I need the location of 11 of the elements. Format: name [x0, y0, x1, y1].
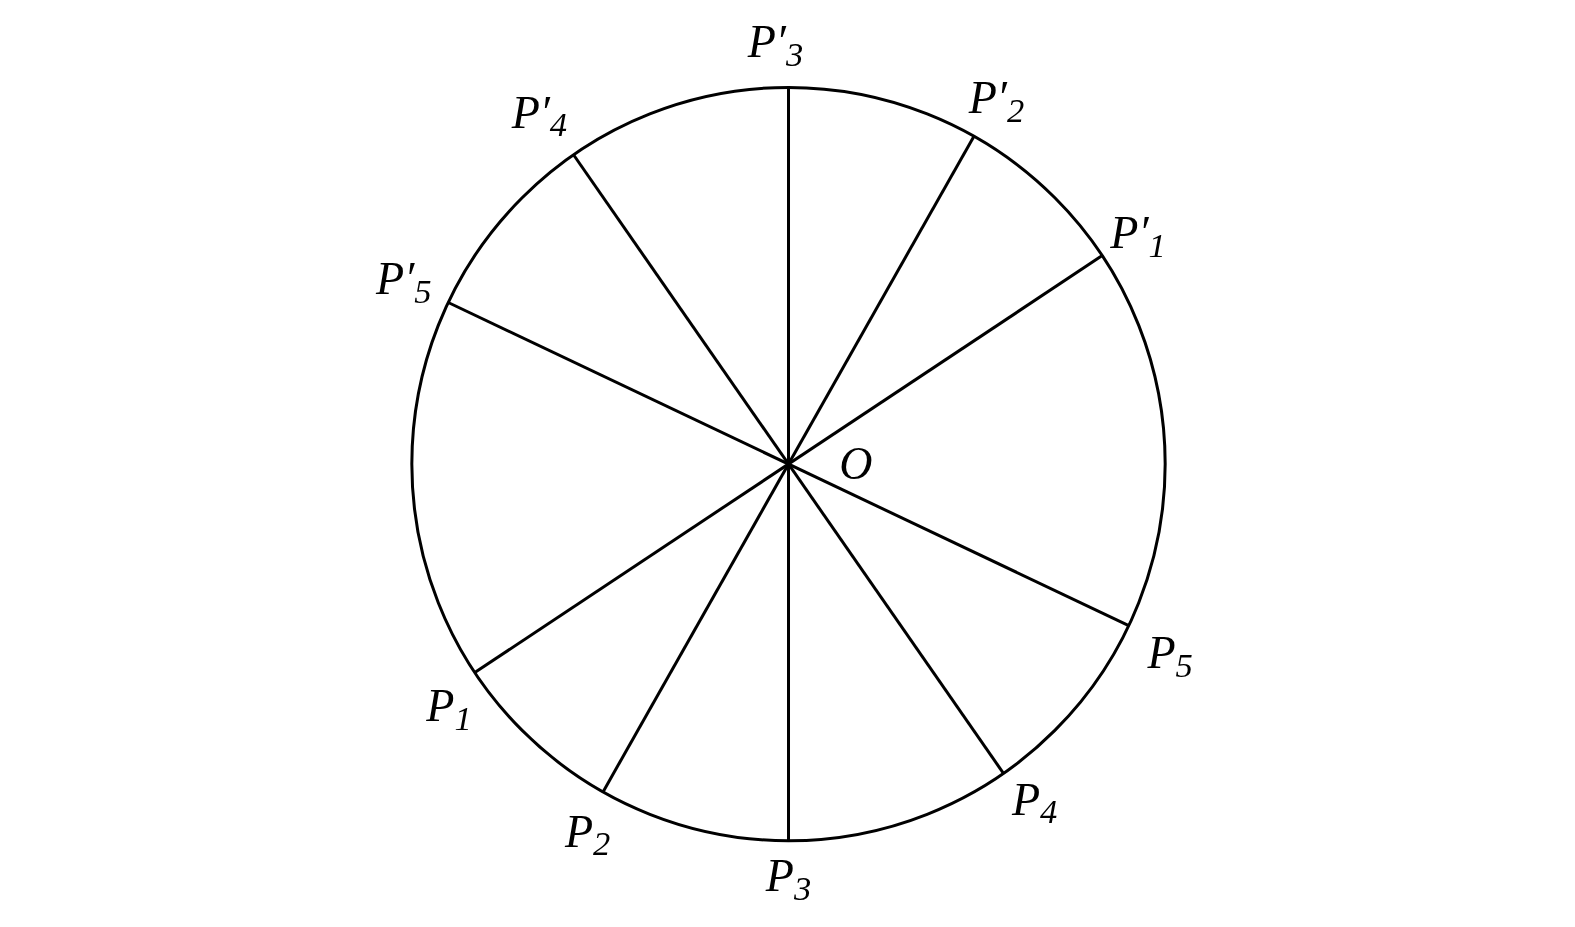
point-label: P$_{3}$ [765, 852, 812, 899]
point-label: P′$_{4}$ [511, 89, 568, 136]
point-label: P′$_{1}$ [1110, 210, 1166, 257]
point-label: P$_{1}$ [426, 683, 472, 730]
point-label: P$_{5}$ [1147, 629, 1193, 676]
point-label: P$_{2}$ [564, 808, 611, 855]
point-label: O [839, 441, 873, 488]
point-label: P′$_{2}$ [968, 75, 1025, 122]
point-label: P′$_{3}$ [747, 19, 804, 66]
point-label: P$_{4}$ [1011, 776, 1058, 823]
point-label: P′$_{5}$ [376, 256, 432, 303]
